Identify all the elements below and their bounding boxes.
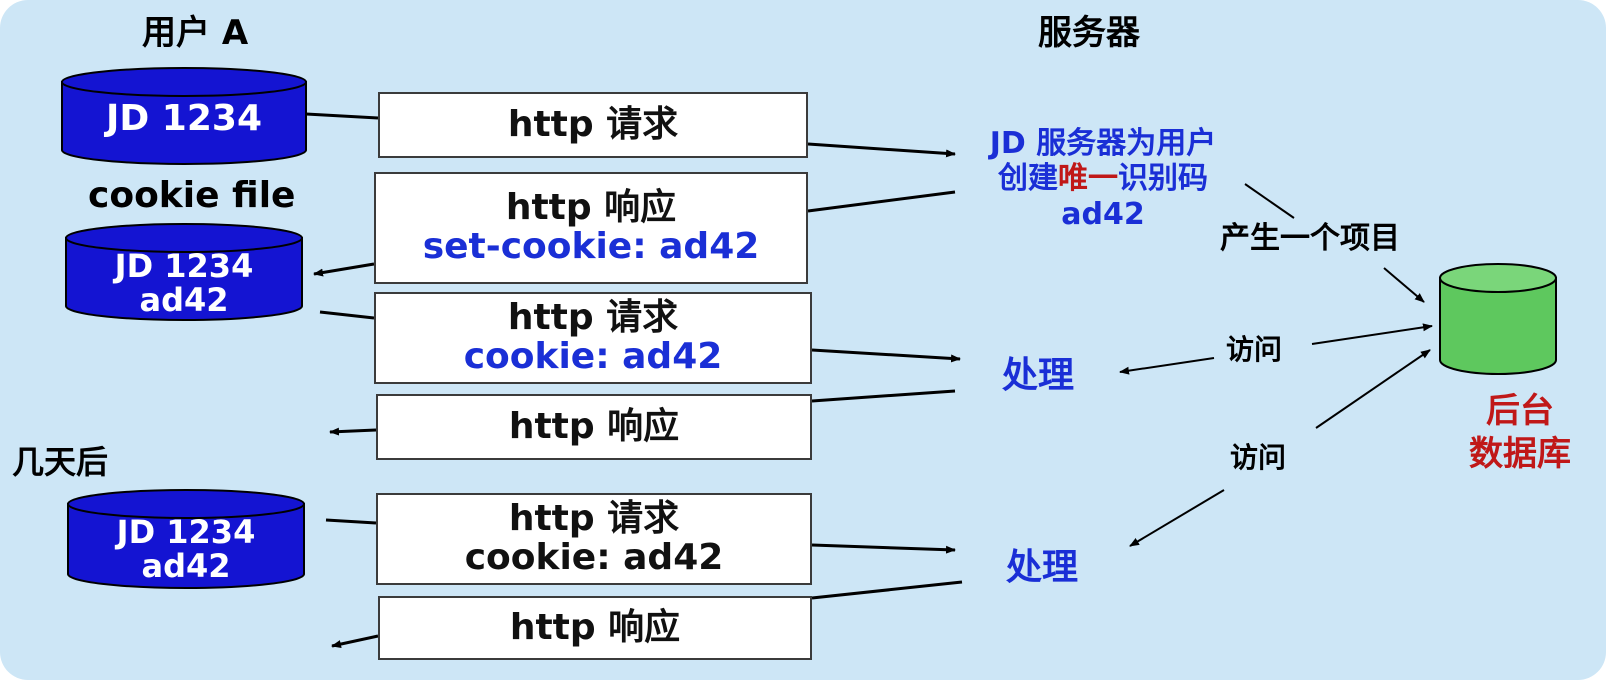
cookie-cylinder-2 [65, 223, 303, 321]
http-request-box-3: http 请求 cookie: ad42 [376, 493, 812, 585]
resp3-line-right [811, 580, 963, 600]
http-response-box-2: http 响应 [376, 394, 812, 460]
cylinder-2-line1: JD 1234 [114, 247, 254, 285]
server-note-unique: 唯一 [1058, 161, 1118, 197]
access2-arrow-db [1315, 349, 1431, 429]
database-label: 后台 数据库 [1450, 390, 1590, 475]
req3-line-left [325, 518, 377, 525]
req3-line1: http 请求 [508, 498, 680, 540]
cylinder-2-line2: ad42 [139, 280, 229, 319]
server-note-line2: 创建唯一识别码 [965, 161, 1241, 196]
req1-arrow [807, 142, 956, 158]
req2-line-left [319, 310, 375, 320]
database-cylinder [1439, 263, 1557, 375]
database-label-line2: 数据库 [1469, 433, 1571, 474]
req1-line-left [305, 112, 379, 120]
resp1-line1: http 响应 [505, 187, 677, 229]
server-note-idcode: 识别码 [1118, 161, 1208, 197]
resp3-arrow [331, 634, 379, 648]
access1-arrow-process [1119, 357, 1215, 375]
req2-line1: http 请求 [507, 297, 679, 339]
req1-line1: http 请求 [507, 103, 679, 145]
create-entry-label: 产生一个项目 [1220, 221, 1400, 256]
req2-line2: cookie: ad42 [463, 336, 723, 377]
cookie-cylinder-1-text: JD 1234 [62, 100, 306, 138]
http-request-box-2: http 请求 cookie: ad42 [374, 292, 812, 384]
access-label-2: 访问 [1230, 441, 1287, 474]
cookie-cylinder-3-text: JD 1234 ad42 [68, 513, 304, 585]
http-response-box-1: http 响应 set-cookie: ad42 [374, 172, 808, 284]
resp1-line2: set-cookie: ad42 [422, 226, 760, 267]
create-entry-line-a [1244, 183, 1295, 219]
req3-arrow [811, 543, 956, 554]
server-header: 服务器 [1038, 13, 1140, 53]
days-later-label: 几天后 [12, 443, 109, 481]
cylinder-1-line1: JD 1234 [105, 98, 262, 139]
server-note-line1: JD 服务器为用户 [989, 126, 1217, 161]
resp2-arrow [329, 427, 377, 436]
http-request-box-1: http 请求 [378, 92, 808, 158]
process-label-1: 处理 [1002, 355, 1075, 396]
cylinder-3-line1: JD 1234 [116, 513, 256, 551]
resp2-line-right [811, 389, 956, 403]
cylinder-3-line2: ad42 [141, 546, 231, 585]
http-response-box-3: http 响应 [378, 596, 812, 660]
req3-line2: cookie: ad42 [464, 537, 724, 578]
access2-arrow-process [1129, 489, 1225, 547]
resp1-arrow [313, 262, 375, 277]
server-id-note: JD 服务器为用户 创建唯一识别码 ad42 [965, 126, 1241, 232]
resp3-line1: http 响应 [509, 606, 681, 648]
create-entry-arrow [1383, 267, 1425, 303]
cookie-cylinder-2-text: JD 1234 ad42 [66, 247, 302, 319]
access-label-1: 访问 [1226, 333, 1283, 366]
cookie-cylinder-3 [67, 489, 305, 589]
user-a-header: 用户 A [142, 13, 249, 53]
cookie-cylinder-1 [61, 67, 307, 165]
resp1-line-right [807, 190, 956, 213]
server-note-create: 创建 [998, 161, 1058, 197]
process-label-2: 处理 [1006, 547, 1079, 588]
resp2-line1: http 响应 [508, 405, 680, 447]
req2-arrow [811, 348, 961, 363]
server-note-line3: ad42 [1061, 196, 1145, 232]
access1-arrow-db [1311, 323, 1433, 345]
database-label-line1: 后台 [1486, 391, 1554, 431]
cookie-file-label: cookie file [88, 175, 296, 216]
